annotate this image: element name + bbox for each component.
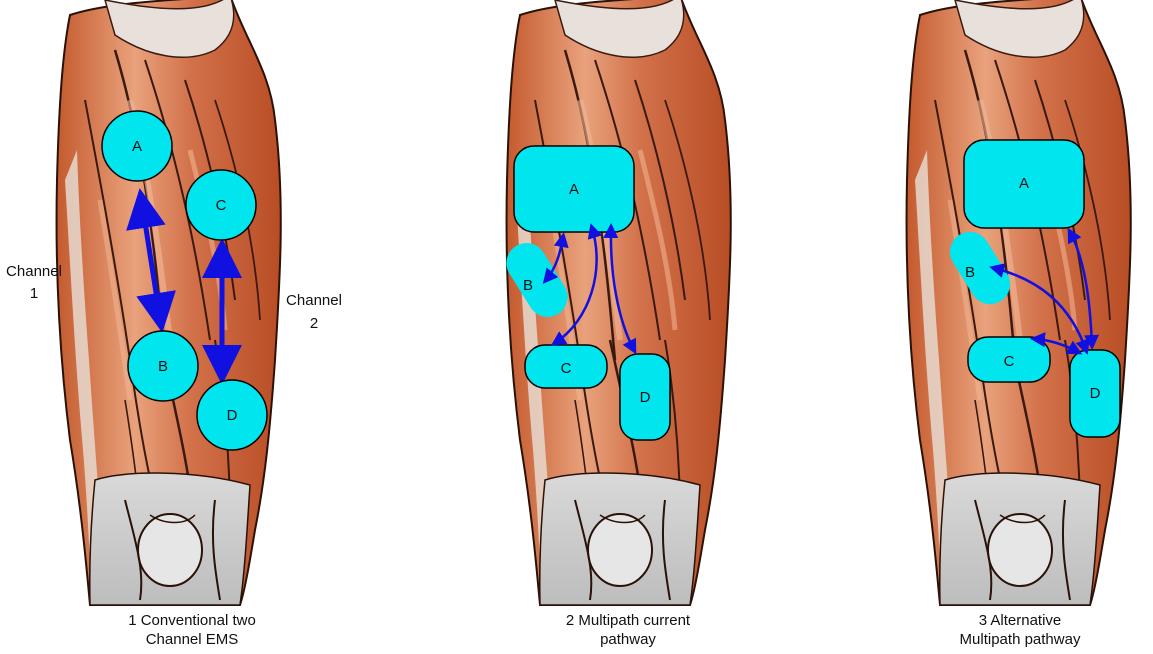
pad-label-b: B — [965, 264, 975, 281]
channel-2-label-line1: Channel — [286, 292, 342, 309]
pad-label-d: D — [1090, 385, 1101, 402]
pad-label-a: A — [1019, 175, 1029, 192]
caption-panel-3-line1: 3 Alternative — [890, 611, 1150, 630]
caption-panel-1: 1 Conventional two Channel EMS — [62, 611, 322, 649]
pad-label-c: C — [561, 360, 572, 377]
caption-panel-2-line1: 2 Multipath current — [498, 611, 758, 630]
pad-label-a: A — [569, 181, 579, 198]
pad-label-c: C — [1004, 353, 1015, 370]
channel-2-label-line2: 2 — [310, 315, 318, 332]
pad-label-b: B — [158, 358, 168, 375]
panel-3: B A C D — [907, 0, 1131, 605]
caption-panel-1-line2: Channel EMS — [62, 630, 322, 649]
pad-label-c: C — [216, 197, 227, 214]
caption-panel-3-line2: Multipath pathway — [890, 630, 1150, 649]
thigh-illustration-3 — [907, 0, 1131, 605]
panel-1: A C B D Channel 1 Channel 2 — [6, 0, 342, 605]
pad-label-b: B — [523, 277, 533, 294]
caption-panel-1-line1: 1 Conventional two — [62, 611, 322, 630]
pad-label-a: A — [132, 138, 142, 155]
channel-1-label-line2: 1 — [30, 285, 38, 302]
pad-label-d: D — [640, 389, 651, 406]
caption-panel-2-line2: pathway — [498, 630, 758, 649]
caption-panel-2: 2 Multipath current pathway — [498, 611, 758, 649]
caption-panel-3: 3 Alternative Multipath pathway — [890, 611, 1150, 649]
pad-label-d: D — [227, 407, 238, 424]
panel-2: B A C D — [499, 0, 731, 605]
thigh-illustration-1 — [57, 0, 281, 605]
channel-1-label-line1: Channel — [6, 263, 62, 280]
